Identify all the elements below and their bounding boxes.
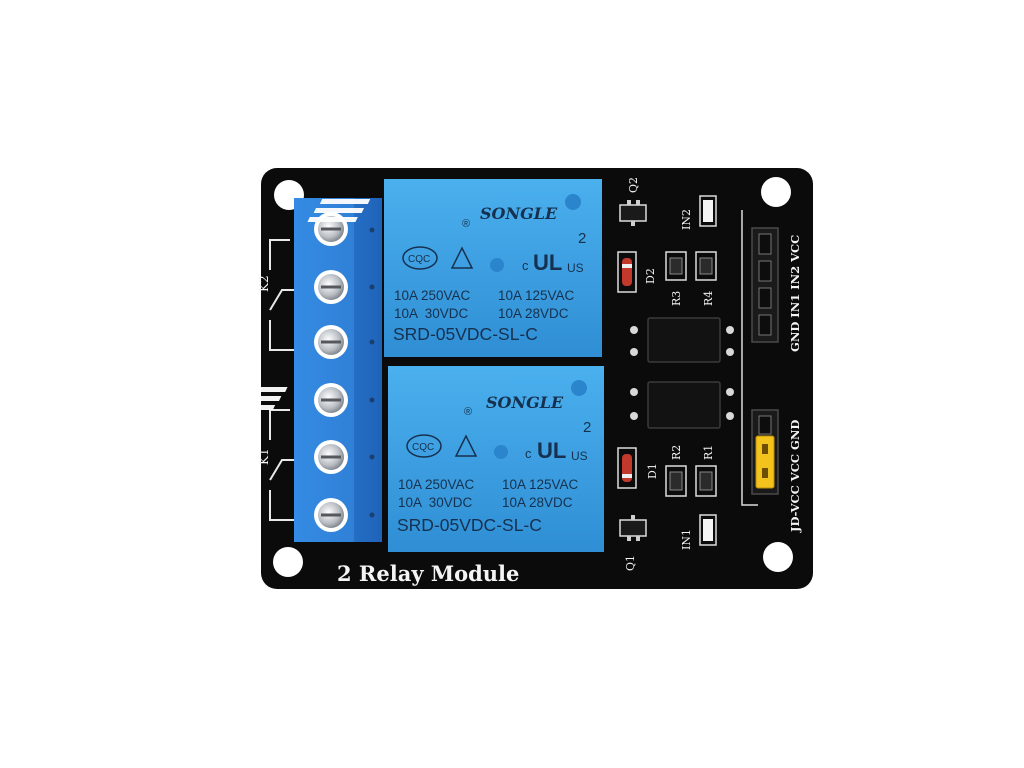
solder-pads xyxy=(369,227,375,518)
relay-dimple-2 xyxy=(494,445,508,459)
label-jumper-pins: JD-VCC VCC GND xyxy=(788,420,802,533)
relay-pin-mark: 2 xyxy=(583,419,591,436)
terminal-screw-5[interactable] xyxy=(314,440,348,474)
rating-2-right: 10A 28VDC xyxy=(502,495,573,510)
silkscreen-outline xyxy=(741,210,758,506)
relay-model: SRD-05VDC-SL-C xyxy=(397,515,542,535)
resistor-r1 xyxy=(695,465,717,497)
relay-dimple-2 xyxy=(490,258,504,272)
terminal-screw-4[interactable] xyxy=(314,383,348,417)
mounting-hole-bottom-left xyxy=(273,547,303,577)
header-pin-in2[interactable] xyxy=(758,260,772,282)
led-in2 xyxy=(699,195,717,227)
warning-triangle-icon xyxy=(450,246,474,269)
terminal-screws xyxy=(314,212,348,532)
transistor-q2 xyxy=(619,200,647,226)
mounting-hole-top-right xyxy=(761,177,791,207)
jumper-cap[interactable] xyxy=(755,435,775,489)
relay-brand: SONGLE xyxy=(480,204,558,223)
cqc-cert-icon xyxy=(406,434,442,458)
label-r3: R3 xyxy=(670,291,683,306)
led-in1 xyxy=(699,514,717,546)
cert-us: US xyxy=(571,449,588,463)
label-in2-led: IN2 xyxy=(680,209,693,230)
cert-c: c xyxy=(525,446,532,461)
terminal-screw-2[interactable] xyxy=(314,270,348,304)
cqc-cert-icon xyxy=(402,246,438,270)
header-pin-in1[interactable] xyxy=(758,287,772,309)
terminal-screw-6[interactable] xyxy=(314,498,348,532)
relay-brand: SONGLE xyxy=(486,393,564,412)
resistor-r4 xyxy=(695,251,717,281)
label-in1-led: IN1 xyxy=(680,529,693,550)
label-k1: K1 xyxy=(257,448,271,465)
label-r1: R1 xyxy=(702,445,715,460)
relay-k1: SONGLE ® 2 CQC c UL US 10A 250VAC 10A 12… xyxy=(224,366,604,552)
songle-logo-icon xyxy=(307,199,371,222)
diode-d1 xyxy=(617,447,637,489)
module-title: 2 Relay Module xyxy=(337,561,519,586)
relay-model: SRD-05VDC-SL-C xyxy=(393,324,538,344)
resistor-r3 xyxy=(665,251,687,281)
label-q1: Q1 xyxy=(624,555,637,571)
header-pin-gnd[interactable] xyxy=(758,314,772,336)
jumper-header xyxy=(751,409,779,495)
label-r4: R4 xyxy=(702,291,715,306)
songle-logo-icon xyxy=(224,387,288,410)
registered-mark: ® xyxy=(462,218,470,230)
relay-dimple xyxy=(565,194,581,210)
rating-1-right: 10A 125VAC xyxy=(498,288,575,303)
screw-terminal-block xyxy=(294,198,382,542)
registered-mark: ® xyxy=(464,406,472,418)
rating-1-left: 10A 250VAC xyxy=(394,288,471,303)
rating-2-left: 10A 30VDC xyxy=(394,306,469,321)
label-k2: K2 xyxy=(257,275,271,292)
label-d1: D1 xyxy=(646,463,659,479)
cert-us: US xyxy=(567,261,584,275)
label-r2: R2 xyxy=(670,445,683,460)
label-q2: Q2 xyxy=(627,177,640,193)
cqc-cert-label: CQC xyxy=(412,442,434,453)
relay-k2: SONGLE ® 2 CQC c UL US 10A 250VAC 10A 12… xyxy=(307,179,602,357)
header-pin-vcc[interactable] xyxy=(758,233,772,255)
terminal-screw-3[interactable] xyxy=(314,325,348,359)
mounting-hole-bottom-right xyxy=(763,542,793,572)
resistor-r2 xyxy=(665,465,687,497)
warning-triangle-icon xyxy=(454,434,478,457)
transistor-q1 xyxy=(619,515,647,541)
label-header-pins: GND IN1 IN2 VCC xyxy=(788,235,802,352)
cqc-cert-label: CQC xyxy=(408,254,430,265)
relay-pin-mark: 2 xyxy=(578,230,586,247)
optocoupler-top xyxy=(630,317,734,363)
relay-dimple xyxy=(571,380,587,396)
ul-cert-icon: UL xyxy=(533,250,562,275)
pin-header xyxy=(751,227,779,343)
label-d2: D2 xyxy=(644,268,657,284)
diode-d2 xyxy=(617,251,637,293)
rating-1-left: 10A 250VAC xyxy=(398,477,475,492)
rating-2-right: 10A 28VDC xyxy=(498,306,569,321)
jumper-pin-gnd[interactable] xyxy=(758,415,772,435)
cert-c: c xyxy=(522,258,529,273)
optocoupler-bottom xyxy=(630,381,734,429)
ul-cert-icon: UL xyxy=(537,438,566,463)
rating-2-left: 10A 30VDC xyxy=(398,495,473,510)
rating-1-right: 10A 125VAC xyxy=(502,477,579,492)
